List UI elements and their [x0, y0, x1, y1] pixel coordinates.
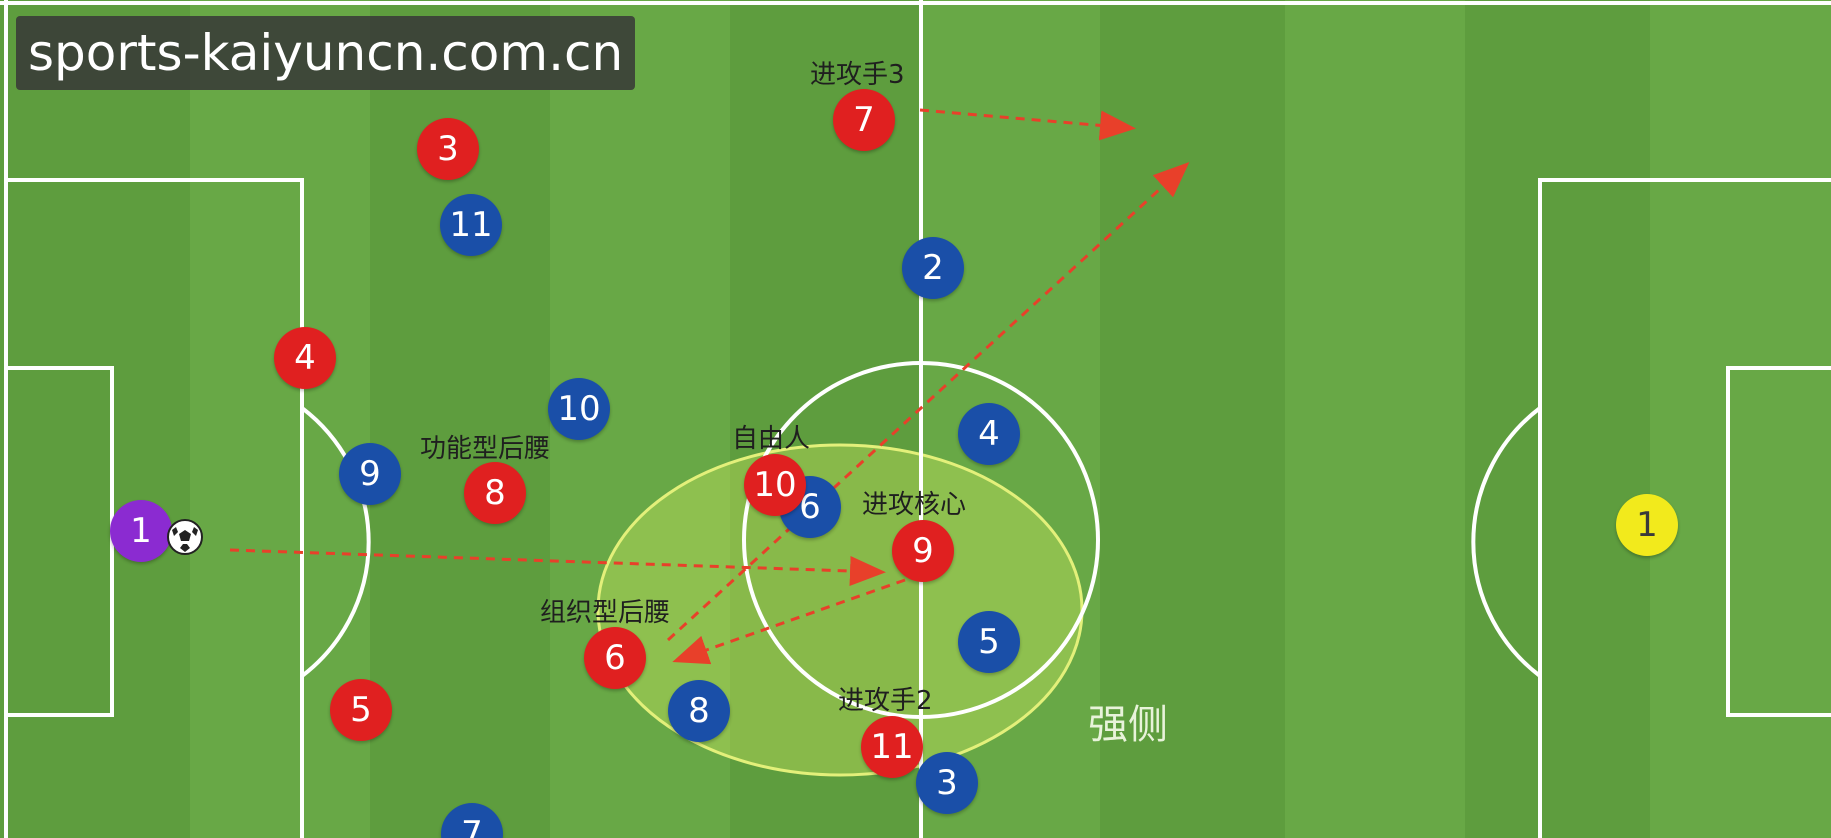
left-goalkeeper: 1: [110, 500, 172, 562]
blue-player-8: 8: [668, 680, 730, 742]
blue-player-5: 5: [958, 611, 1020, 673]
label-playmaking-dm: 组织型后腰: [540, 598, 671, 628]
center-circle: [742, 361, 1100, 719]
red-player-6: 6: [584, 627, 646, 689]
red-player-10: 10: [744, 454, 806, 516]
pass-arrow-gk-to-9: [229, 548, 886, 586]
blue-player-9: 9: [339, 443, 401, 505]
blue-player-3: 3: [916, 752, 978, 814]
red-player-5: 5: [330, 679, 392, 741]
red-player-4: 4: [274, 327, 336, 389]
label-strong-side: 强侧: [1088, 702, 1168, 748]
watermark: sports-kaiyuncn.com.cn: [16, 16, 636, 90]
red-player-8: 8: [464, 462, 526, 524]
red-player-11: 11: [861, 716, 923, 778]
label-functional-dm: 功能型后腰: [420, 434, 551, 464]
blue-player-4: 4: [958, 403, 1020, 465]
football-icon: [167, 519, 203, 555]
blue-player-10: 10: [548, 378, 610, 440]
red-player-3: 3: [417, 118, 479, 180]
strong-side-zone: [596, 443, 1084, 777]
right-goalkeeper: 1: [1616, 494, 1678, 556]
blue-player-11: 11: [440, 194, 502, 256]
blue-player-2: 2: [902, 237, 964, 299]
red-player-7: 7: [833, 89, 895, 151]
pass-arrow-9-to-6: [672, 578, 906, 665]
label-attacker-2: 进攻手2: [838, 686, 933, 716]
red-player-9: 9: [892, 520, 954, 582]
label-free-man: 自由人: [732, 424, 811, 454]
label-attacker-3: 进攻手3: [810, 60, 905, 90]
label-attack-core: 进攻核心: [862, 490, 967, 520]
pass-arrow-6-to-flank: [666, 161, 1190, 642]
pass-arrow-7-run: [919, 108, 1136, 141]
